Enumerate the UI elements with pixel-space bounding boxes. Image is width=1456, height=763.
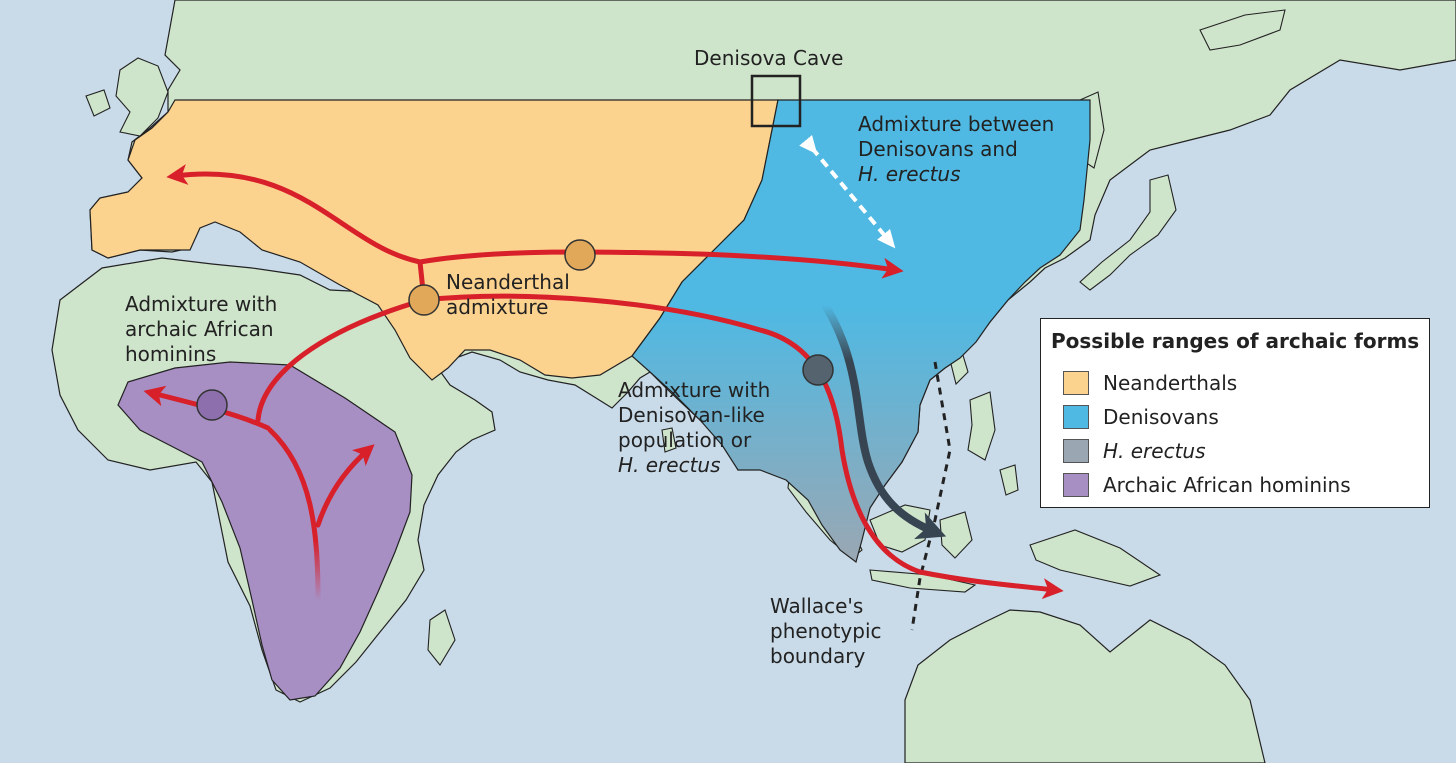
denisovan-like-admixture-label: Admixture with Denisovan-like population…: [618, 378, 770, 478]
label-line: Admixture with: [618, 378, 771, 402]
range-denisovans-erectus: [631, 99, 1091, 564]
neanderthal-admixture-label: Neanderthal admixture: [446, 270, 570, 320]
label-line: Neanderthal: [446, 270, 570, 294]
land-australia: [904, 609, 1266, 763]
label-line: H. erectus: [618, 453, 721, 477]
label-line: Admixture with: [125, 292, 278, 316]
legend-title: Possible ranges of archaic forms: [1051, 329, 1420, 353]
neanderthal-admixture-circle-1: [564, 239, 596, 271]
route-to-east-asia: [417, 249, 904, 279]
range-archaic-african: [117, 361, 413, 701]
neanderthal-admixture-circle-2: [408, 284, 440, 316]
migration-routes: [143, 164, 1064, 603]
legend-swatch: [1063, 473, 1089, 497]
legend-item-h-erectus: H. erectus: [1063, 437, 1206, 465]
legend-swatch: [1063, 371, 1089, 395]
label-line: H. erectus: [858, 162, 961, 186]
legend-swatch: [1063, 439, 1089, 463]
african-admixture-label: Admixture with archaic African hominins: [125, 292, 277, 367]
route-out-of-africa: [255, 297, 427, 423]
label-line: admixture: [446, 295, 549, 319]
legend-label: Archaic African hominins: [1103, 473, 1351, 497]
legend-item-neanderthals: Neanderthals: [1063, 369, 1237, 397]
denisova-cave-marker: [750, 74, 802, 128]
route-to-europe: [166, 164, 423, 265]
label-line: phenotypic: [770, 619, 882, 643]
denisova-cave-label: Denisova Cave: [694, 46, 844, 70]
wallace-boundary-label: Wallace's phenotypic boundary: [770, 594, 882, 669]
african-admixture-circle: [196, 389, 228, 421]
legend-item-archaic-african: Archaic African hominins: [1063, 471, 1351, 499]
legend-swatch: [1063, 405, 1089, 429]
label-line: Denisovans and: [858, 137, 1018, 161]
label-line: boundary: [770, 644, 866, 668]
label-line: archaic African: [125, 317, 274, 341]
legend-label: Denisovans: [1103, 405, 1219, 429]
label-line: population or: [618, 428, 752, 452]
legend-item-denisovans: Denisovans: [1063, 403, 1219, 431]
label-line: Denisovan-like: [618, 403, 765, 427]
route-southern: [421, 293, 1064, 600]
denisovan-erectus-admixture-label: Admixture between Denisovans and H. erec…: [858, 112, 1054, 187]
legend: Possible ranges of archaic forms Neander…: [1040, 318, 1430, 508]
label-line: Admixture between: [858, 112, 1055, 136]
label-line: Wallace's: [770, 594, 864, 618]
legend-label: H. erectus: [1103, 439, 1206, 463]
legend-label: Neanderthals: [1103, 371, 1238, 395]
denisovan-erectus-admixture-arrow: [799, 134, 896, 249]
route-africa-origin: [267, 427, 321, 603]
label-line: hominins: [125, 342, 217, 366]
denisovan-admixture-circle: [802, 354, 834, 386]
route-to-east-africa: [315, 444, 375, 528]
erectus-route-arrow: [821, 301, 947, 540]
